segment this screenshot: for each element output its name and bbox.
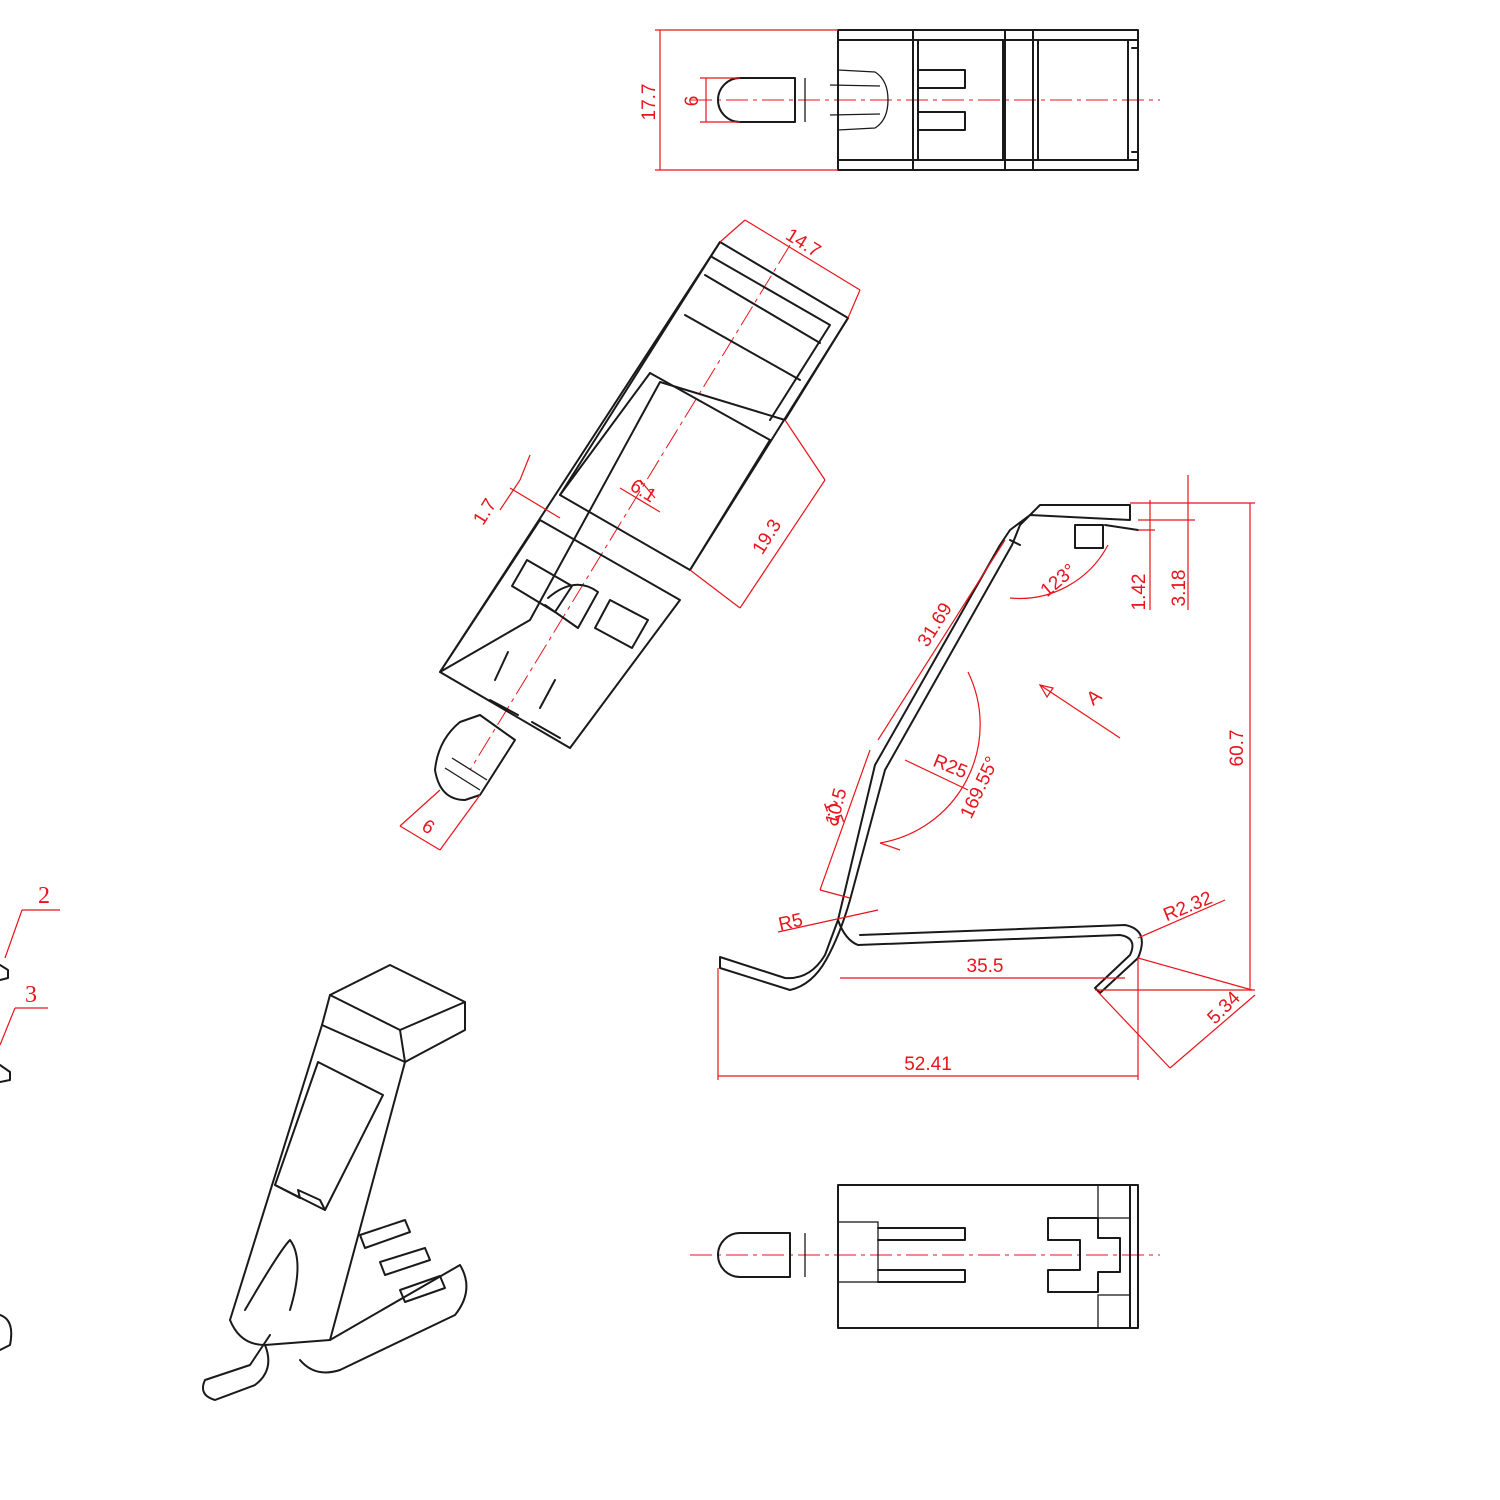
rotated-view: 14.7 19.3 6.1 1.7 6 [399, 219, 861, 851]
rotated-view-dim-pin: 6 [418, 816, 438, 839]
rotated-view-dim-length: 19.3 [749, 516, 786, 558]
side-view: 60.7 1.42 3.18 123° 31.69 R25 169.55° 1.… [717, 475, 1256, 1080]
side-view-dim-radius-tip: R2.32 [1161, 888, 1216, 926]
callout-2: 2 [38, 883, 50, 909]
isometric-view [202, 964, 468, 1401]
side-view-dim-tip: 5.34 [1204, 987, 1245, 1028]
callout-balloons: 2 3 [0, 883, 60, 1351]
side-view-dim-overall-length: 52.41 [904, 1054, 952, 1075]
rotated-view-dim-slot: 6.1 [626, 475, 660, 507]
rotated-view-dim-width: 14.7 [782, 225, 824, 262]
top-view-dim-height: 17.7 [639, 84, 660, 121]
side-view-dim-radius-small: R5 [777, 910, 805, 936]
top-view: 17.7 6 [639, 29, 1160, 171]
rotated-view-dim-step: 1.7 [469, 495, 501, 529]
side-view-dim-lip: 1.42 [1129, 574, 1150, 611]
side-view-dim-radius-large: R25 [930, 751, 970, 784]
side-view-dim-base-length: 35.5 [967, 956, 1004, 977]
view-label-a: A [1083, 685, 1106, 709]
side-view-dim-height: 60.7 [1227, 730, 1248, 767]
callout-3: 3 [25, 982, 37, 1008]
bottom-view [690, 1184, 1160, 1329]
top-view-dim-pin: 6 [682, 96, 703, 107]
side-view-dim-hook: 3.18 [1169, 570, 1190, 607]
